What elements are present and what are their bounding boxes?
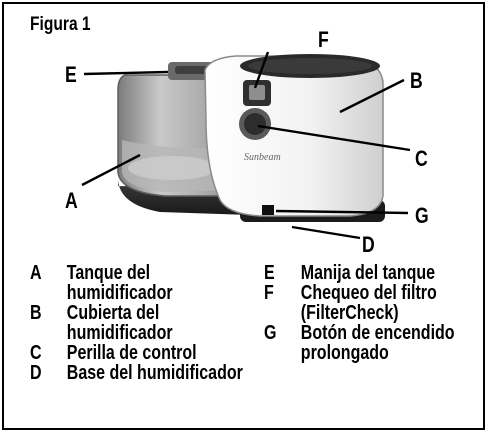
- callout-C: C: [415, 146, 428, 171]
- humidifier-cover: [204, 55, 384, 217]
- legend-item-b: B Cubierta del humidificador: [30, 303, 243, 343]
- callout-F: F: [318, 27, 329, 52]
- figure-title: Figura 1: [30, 14, 91, 35]
- legend-letter: D: [30, 362, 42, 384]
- legend-right: E Manija del tanque F Chequeo del filtro…: [264, 263, 455, 363]
- legend-text: Perilla de control: [66, 342, 197, 364]
- legend-text: Botón de encendido prolongado: [300, 322, 455, 364]
- legend-item-g: G Botón de encendido prolongado: [264, 323, 455, 363]
- legend-text: Tanque del humidificador: [66, 262, 173, 304]
- brand-logo: Sunbeam: [244, 152, 281, 163]
- legend-text: Cubierta del humidificador: [66, 302, 173, 344]
- legend-letter: F: [264, 282, 274, 304]
- legend-left: A Tanque del humidificador B Cubierta de…: [30, 263, 243, 383]
- legend-item-e: E Manija del tanque: [264, 263, 455, 283]
- legend-item-a: A Tanque del humidificador: [30, 263, 243, 303]
- legend-letter: E: [264, 262, 275, 284]
- legend-letter: A: [30, 262, 42, 284]
- figure-frame: [2, 2, 485, 430]
- callout-D: D: [362, 232, 375, 257]
- callout-G: G: [415, 203, 429, 228]
- legend-text: Manija del tanque: [300, 262, 436, 284]
- top-grille-inner: [248, 58, 372, 74]
- callout-B: B: [410, 68, 423, 93]
- legend-text: Base del humidificador: [66, 362, 243, 384]
- legend-letter: C: [30, 342, 42, 364]
- legend-item-c: C Perilla de control: [30, 343, 243, 363]
- control-knob: [244, 113, 266, 135]
- legend-letter: G: [264, 322, 277, 344]
- filter-check-indicator: [249, 85, 265, 100]
- legend-item-d: D Base del humidificador: [30, 363, 243, 383]
- power-button: [262, 205, 274, 215]
- legend-item-f: F Chequeo del filtro (FilterCheck): [264, 283, 455, 323]
- legend-text: Chequeo del filtro (FilterCheck): [300, 282, 437, 324]
- tank-inner-floor: [128, 156, 216, 180]
- callout-E: E: [65, 62, 77, 87]
- callout-A: A: [65, 188, 78, 213]
- legend-letter: B: [30, 302, 42, 324]
